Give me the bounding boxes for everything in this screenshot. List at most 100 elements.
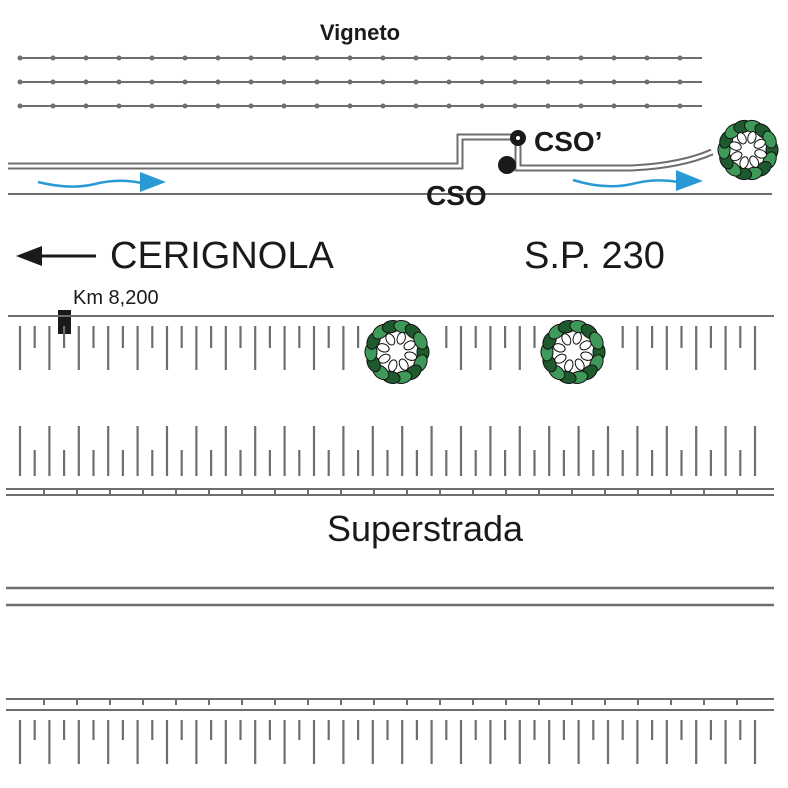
- edge-marker: [538, 489, 540, 495]
- vine-post: [50, 79, 56, 85]
- km-marker-label: Km 8,200: [73, 287, 159, 309]
- verge-ticks-lower: [18, 720, 757, 764]
- vine-post: [281, 55, 287, 61]
- edge-marker: [472, 699, 474, 705]
- edge-marker: [340, 489, 342, 495]
- edge-marker: [274, 489, 276, 495]
- edge-marker: [637, 699, 639, 705]
- vine-post: [545, 55, 551, 61]
- vine-post: [281, 103, 287, 109]
- canal: [8, 133, 714, 172]
- edge-marker: [670, 489, 672, 495]
- edge-marker: [142, 699, 144, 705]
- edge-marker: [736, 489, 738, 495]
- edge-marker: [703, 489, 705, 495]
- superstrada-upper-edge: [6, 488, 774, 496]
- vineyard-label: Vigneto: [320, 20, 400, 45]
- tree-canopy-icon: [717, 119, 779, 181]
- edge-marker: [109, 489, 111, 495]
- vine-post: [512, 103, 518, 109]
- tree-canopy-icon: [364, 320, 430, 384]
- vine-post: [413, 55, 419, 61]
- edge-marker: [373, 699, 375, 705]
- vine-post: [17, 79, 23, 85]
- vine-post: [347, 103, 353, 109]
- vine-post: [17, 103, 23, 109]
- vine-post: [677, 103, 683, 109]
- edge-marker: [736, 699, 738, 705]
- vine-post: [83, 79, 89, 85]
- vine-post: [578, 103, 584, 109]
- water-flow-arrow-icon: [572, 170, 703, 191]
- vine-post: [446, 79, 452, 85]
- arrow-left-icon: [16, 246, 96, 266]
- edge-marker: [472, 489, 474, 495]
- edge-marker: [76, 699, 78, 705]
- edge-marker: [670, 699, 672, 705]
- vine-post: [83, 55, 89, 61]
- edge-marker: [43, 699, 45, 705]
- edge-marker: [604, 699, 606, 705]
- edge-marker: [505, 489, 507, 495]
- vine-post: [116, 103, 122, 109]
- edge-marker: [208, 699, 210, 705]
- vine-post: [644, 79, 650, 85]
- vine-post: [479, 103, 485, 109]
- vine-post: [116, 55, 122, 61]
- vine-post: [644, 55, 650, 61]
- vine-post: [512, 79, 518, 85]
- vine-post: [347, 79, 353, 85]
- water-flow-arrow-icon: [37, 172, 166, 192]
- vine-post: [182, 79, 188, 85]
- vine-post: [479, 55, 485, 61]
- station-dot-icon: [498, 156, 516, 174]
- vine-post: [413, 79, 419, 85]
- vine-post: [314, 55, 320, 61]
- vine-post: [215, 79, 221, 85]
- vine-post: [446, 55, 452, 61]
- edge-marker: [43, 489, 45, 495]
- edge-marker: [406, 699, 408, 705]
- edge-marker: [241, 489, 243, 495]
- edge-marker: [538, 699, 540, 705]
- vine-post: [347, 55, 353, 61]
- edge-marker: [175, 489, 177, 495]
- edge-marker: [571, 699, 573, 705]
- edge-marker: [142, 489, 144, 495]
- vine-post: [380, 55, 386, 61]
- superstrada-median: [6, 586, 774, 607]
- edge-marker: [307, 489, 309, 495]
- edge-marker: [340, 699, 342, 705]
- vine-post: [644, 103, 650, 109]
- edge-marker: [274, 699, 276, 705]
- edge-marker: [703, 699, 705, 705]
- edge-marker: [76, 489, 78, 495]
- vine-post: [149, 55, 155, 61]
- vine-post: [248, 55, 254, 61]
- vine-post: [215, 55, 221, 61]
- vine-post: [281, 79, 287, 85]
- vineyard-rows: [18, 57, 702, 107]
- vine-post: [182, 103, 188, 109]
- road-label: S.P. 230: [524, 235, 665, 277]
- vine-post: [446, 103, 452, 109]
- edge-marker: [439, 489, 441, 495]
- edge-marker: [109, 699, 111, 705]
- vine-post: [677, 79, 683, 85]
- vine-post: [545, 103, 551, 109]
- vine-post: [545, 79, 551, 85]
- vine-post: [17, 55, 23, 61]
- vine-post: [83, 103, 89, 109]
- edge-markers: [43, 489, 738, 705]
- cso-label: CSO: [426, 180, 487, 211]
- vine-post: [611, 79, 617, 85]
- edge-marker: [208, 489, 210, 495]
- vineyard-posts: [17, 55, 683, 109]
- tree-canopy-icon: [540, 320, 606, 384]
- vine-post: [248, 103, 254, 109]
- superstrada-lower-edge: [6, 698, 774, 711]
- vine-post: [479, 79, 485, 85]
- vine-post: [611, 103, 617, 109]
- station-dot-center: [516, 136, 520, 140]
- verge-ticks-middle: [18, 426, 757, 476]
